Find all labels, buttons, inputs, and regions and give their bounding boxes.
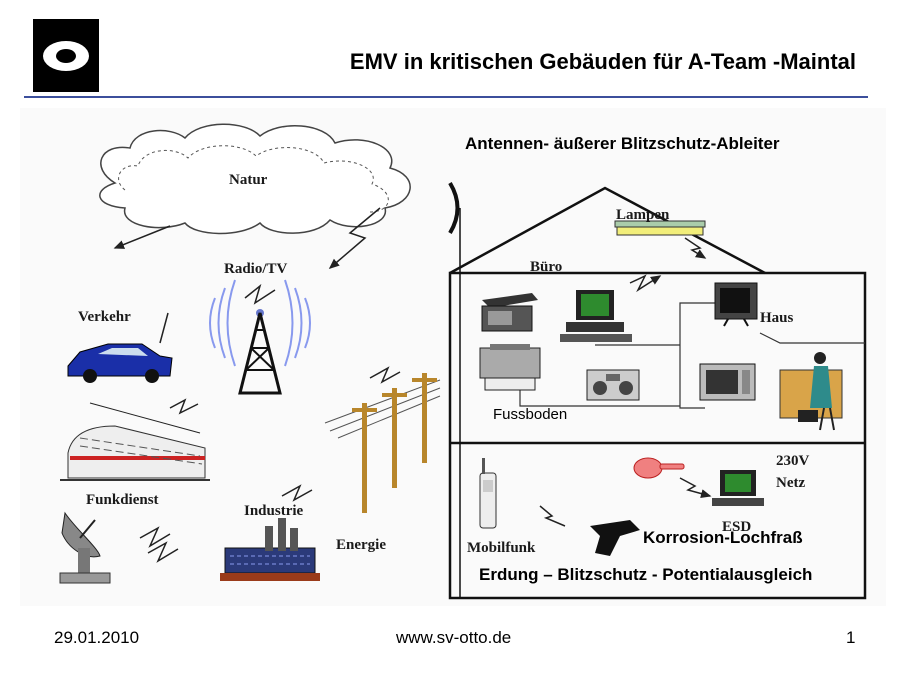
person-cleaning-icon: [779, 352, 843, 431]
computer-icon: [560, 290, 632, 342]
pointing-hand-icon: [633, 457, 685, 479]
label-verkehr: Verkehr: [78, 309, 131, 325]
footer-date: 29.01.2010: [54, 628, 140, 647]
label-230v: 230V: [776, 453, 810, 469]
train-icon: [60, 402, 210, 481]
label-funkdienst: Funkdienst: [86, 492, 159, 508]
label-mobilfunk: Mobilfunk: [467, 540, 536, 556]
radio-icon: [586, 369, 640, 401]
footer-page-number: 1: [846, 628, 856, 647]
power-lines-icon: [324, 373, 441, 513]
label-lampen: Lampen: [616, 207, 670, 223]
caption-erdung: Erdung – Blitzschutz - Potentialausgleic…: [479, 565, 813, 584]
factory-icon: [220, 518, 320, 581]
label-esd: ESD: [722, 519, 752, 535]
esd-computer-icon: [712, 470, 764, 506]
radio-tower-icon: [209, 279, 311, 395]
diagram-graphics: [20, 108, 886, 606]
title-divider: [24, 96, 868, 98]
label-netz: Netz: [776, 475, 806, 491]
mobile-phone-icon: [479, 458, 497, 529]
label-energie: Energie: [336, 537, 386, 553]
satellite-dish-icon: [59, 511, 111, 584]
cloud-icon: [99, 123, 411, 235]
antenna-icon: [448, 181, 460, 235]
label-buero: Büro: [530, 259, 563, 275]
drill-icon: [590, 520, 640, 556]
label-fussboden: Fussboden: [493, 406, 568, 423]
slide-title: EMV in kritischen Gebäuden für A-Team -M…: [349, 49, 856, 74]
company-logo: [33, 19, 99, 92]
label-haus: Haus: [760, 310, 794, 326]
printer-icon: [479, 344, 541, 391]
label-natur: Natur: [229, 172, 268, 188]
emv-diagram: Natur Radio/TV Verkehr Funkdienst Indust…: [20, 108, 886, 606]
label-radio-tv: Radio/TV: [224, 261, 288, 277]
car-icon: [67, 312, 173, 383]
caption-korrosion: Korrosion-Lochfraß: [643, 528, 803, 547]
caption-antennen: Antennen- äußerer Blitzschutz-Ableiter: [465, 134, 780, 153]
microwave-icon: [699, 363, 756, 401]
television-icon: [714, 282, 758, 327]
footer-website: www.sv-otto.de: [396, 628, 512, 647]
telephone-icon: [481, 293, 538, 332]
lamp-icon: [614, 220, 706, 236]
house-outline: [448, 186, 867, 600]
label-industrie: Industrie: [244, 503, 304, 519]
